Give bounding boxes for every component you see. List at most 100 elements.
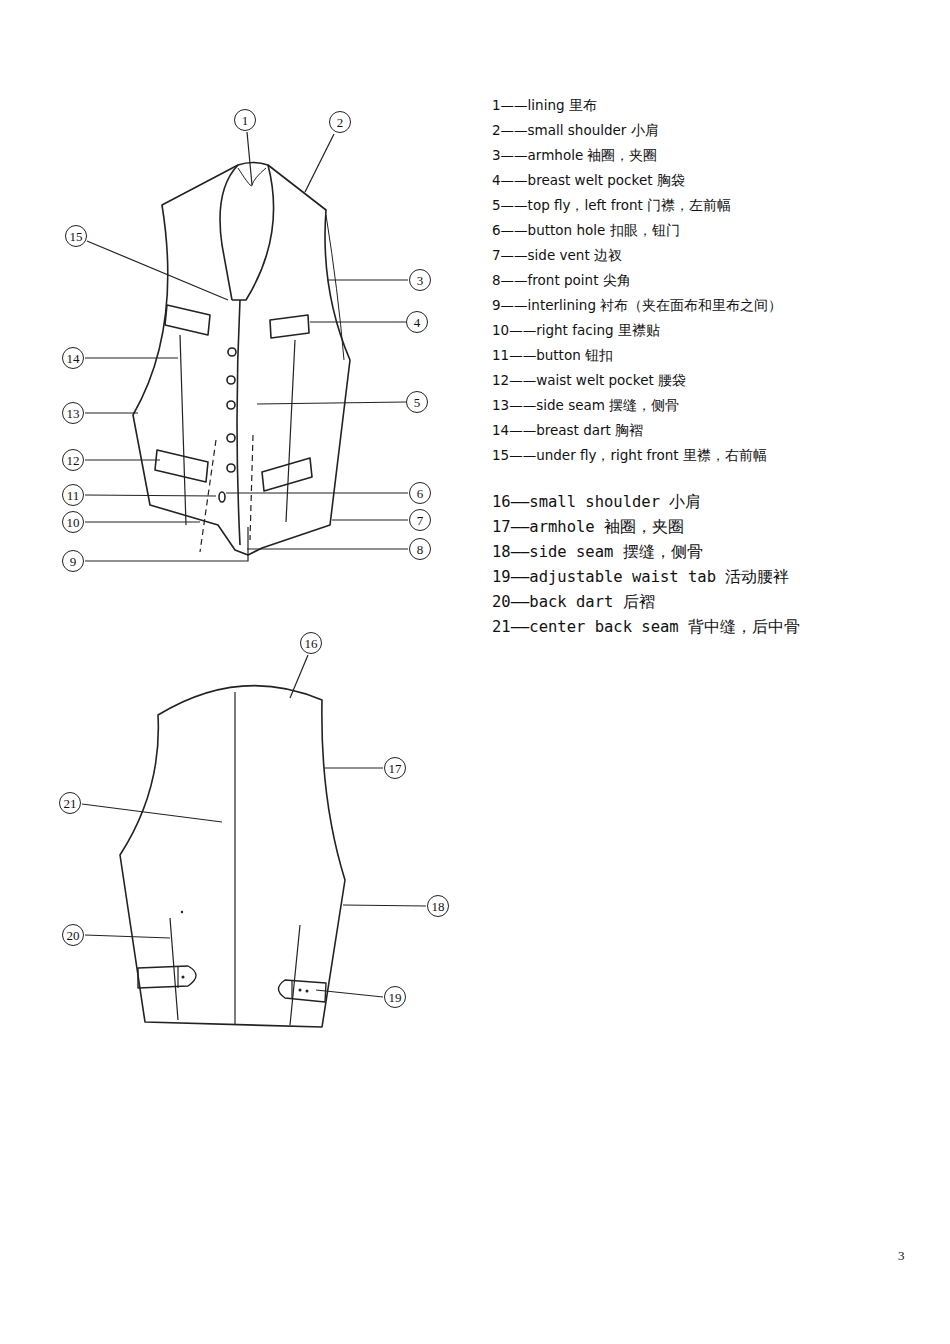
callout-number: 4 <box>406 311 428 333</box>
callout-text: 1 <box>242 114 249 127</box>
callout-number: 1 <box>234 109 256 131</box>
leader-line <box>316 990 383 997</box>
waist-tab <box>138 966 196 988</box>
front-lapel <box>232 165 274 300</box>
callout-number: 16 <box>300 632 322 654</box>
callout-text: 10 <box>67 516 80 529</box>
part-name: 10——right facing 里襟贴 <box>492 322 660 340</box>
front-lapel <box>220 165 238 300</box>
callout-number: 15 <box>65 225 87 247</box>
callout-text: 17 <box>389 762 402 775</box>
leader-line <box>226 492 408 493</box>
leader-line <box>85 527 248 561</box>
part-name: 16——small shoulder 小肩 <box>492 492 701 513</box>
leader-line <box>85 459 160 460</box>
callout-number: 21 <box>59 792 81 814</box>
leader-line <box>247 132 252 185</box>
part-name: 3——armhole 袖圈，夹圈 <box>492 147 658 165</box>
part-name: 7——side vent 边衩 <box>492 247 622 265</box>
callout-text: 7 <box>417 514 424 527</box>
waist-pocket <box>155 450 208 482</box>
part-name: 14——breast dart 胸褶 <box>492 422 643 440</box>
callout-text: 20 <box>67 929 80 942</box>
part-name: 19——adjustable waist tab 活动腰袢 <box>492 567 789 588</box>
callout-number: 18 <box>427 895 449 917</box>
breast-pocket <box>270 315 309 338</box>
callout-text: 6 <box>417 487 424 500</box>
callout-number: 20 <box>62 924 84 946</box>
callout-number: 7 <box>409 509 431 531</box>
callout-text: 14 <box>67 352 80 365</box>
leader-line <box>310 321 406 322</box>
callout-text: 3 <box>417 274 424 287</box>
part-name: 6——button hole 扣眼，钮门 <box>492 222 680 240</box>
callout-text: 4 <box>414 316 421 329</box>
part-name: 9——interlining 衬布（夹在面布和里布之间） <box>492 297 782 315</box>
callout-number: 2 <box>329 111 351 133</box>
part-name: 5——top fly，left front 门襟，左前幅 <box>492 197 731 215</box>
back-dart <box>170 918 178 1020</box>
callout-text: 8 <box>417 543 424 556</box>
callout-number: 14 <box>62 347 84 369</box>
callout-text: 21 <box>64 797 77 810</box>
breast-dart <box>180 335 186 525</box>
callout-number: 17 <box>384 757 406 779</box>
callout-number: 19 <box>384 986 406 1008</box>
leader-line <box>247 548 408 549</box>
callout-text: 12 <box>67 454 80 467</box>
leader-line <box>85 495 216 496</box>
callout-text: 2 <box>337 116 344 129</box>
waist-pocket <box>262 458 312 491</box>
leader-line <box>85 935 170 938</box>
leader-line <box>327 279 408 280</box>
leader-line <box>290 655 308 698</box>
leader-line <box>85 521 200 522</box>
callout-text: 5 <box>414 396 421 409</box>
interlining-line <box>250 435 253 540</box>
callout-number: 6 <box>409 482 431 504</box>
tab-holes <box>181 911 309 993</box>
part-name: 11——button 钮扣 <box>492 347 613 365</box>
part-name: 21——center back seam 背中缝，后中骨 <box>492 617 800 638</box>
callout-text: 16 <box>305 637 318 650</box>
callout-number: 11 <box>62 484 84 506</box>
breast-dart <box>286 340 295 522</box>
leader-line <box>305 134 334 192</box>
callout-number: 13 <box>62 402 84 424</box>
armhole-line <box>326 215 344 360</box>
part-name: 20——back dart 后褶 <box>492 592 655 613</box>
buttons <box>219 348 236 502</box>
callout-text: 15 <box>70 230 83 243</box>
tab-buckle <box>178 966 292 999</box>
front-edge <box>237 300 240 545</box>
callout-number: 12 <box>62 449 84 471</box>
leader-line <box>324 767 383 768</box>
part-name: 1——lining 里布 <box>492 97 597 115</box>
leader-line <box>332 519 408 520</box>
part-name: 18——side seam 摆缝，侧骨 <box>492 542 703 563</box>
callout-number: 9 <box>62 550 84 572</box>
callout-text: 18 <box>432 900 445 913</box>
callout-number: 8 <box>409 538 431 560</box>
part-name: 2——small shoulder 小肩 <box>492 122 659 140</box>
callout-number: 10 <box>62 511 84 533</box>
callout-number: 5 <box>406 391 428 413</box>
leader-line <box>343 905 426 906</box>
leader-line <box>85 357 178 358</box>
part-name: 13——side seam 摆缝，侧骨 <box>492 397 679 415</box>
callout-text: 13 <box>67 407 80 420</box>
center-back-seam <box>234 692 235 1025</box>
leader-line <box>87 241 228 300</box>
back-dart <box>290 925 300 1025</box>
callout-number: 3 <box>409 269 431 291</box>
back-vest-outline <box>120 686 345 1027</box>
callout-text: 9 <box>70 555 77 568</box>
breast-pocket <box>165 305 210 335</box>
callout-text: 11 <box>67 489 80 502</box>
leader-line <box>82 804 222 822</box>
leader-line <box>85 412 138 413</box>
part-name: 12——waist welt pocket 腰袋 <box>492 372 686 390</box>
part-name: 4——breast welt pocket 胸袋 <box>492 172 685 190</box>
